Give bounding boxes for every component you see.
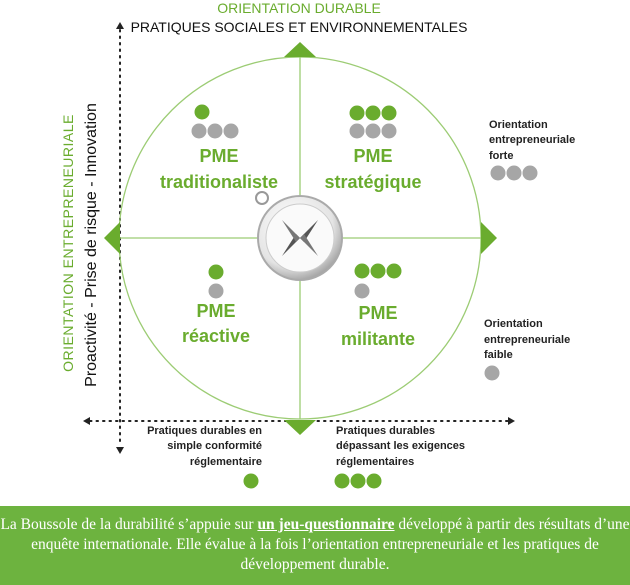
footer-banner: La Boussole de la durabilité s’appuie su… <box>0 506 630 585</box>
compass-diagram: ORIENTATION DURABLE PRATIQUES SOCIALES E… <box>60 0 575 489</box>
dots-traditionaliste <box>191 104 239 139</box>
axis-top-subtitle: PRATIQUES SOCIALES ET ENVIRONNEMENTALES <box>131 19 468 35</box>
triangle-right-icon <box>481 222 497 254</box>
dots-reactive <box>208 264 224 299</box>
axis-top-title: ORIENTATION DURABLE <box>217 0 381 16</box>
footer-text-after: développé à partir des résultats d’une e… <box>31 516 630 573</box>
footer-text-before: La Boussole de la durabilité s’appuie su… <box>0 516 258 533</box>
triangle-up-icon <box>284 42 316 57</box>
questionnaire-link[interactable]: un jeu-questionnaire <box>257 516 395 533</box>
dot-compliance <box>243 473 259 489</box>
axis-left-title: ORIENTATION ENTREPRENEURIALE <box>60 114 76 372</box>
compass-icon <box>255 191 343 281</box>
dots-strategique <box>349 105 397 139</box>
dots-strong <box>490 165 538 181</box>
dots-militante <box>354 263 402 299</box>
dot-weak <box>484 365 500 381</box>
triangle-down-icon <box>284 420 316 435</box>
triangle-left-icon <box>104 222 120 254</box>
dots-beyond <box>334 473 382 489</box>
axis-left-subtitle: Proactivité - Prise de risque - Innovati… <box>83 103 100 387</box>
